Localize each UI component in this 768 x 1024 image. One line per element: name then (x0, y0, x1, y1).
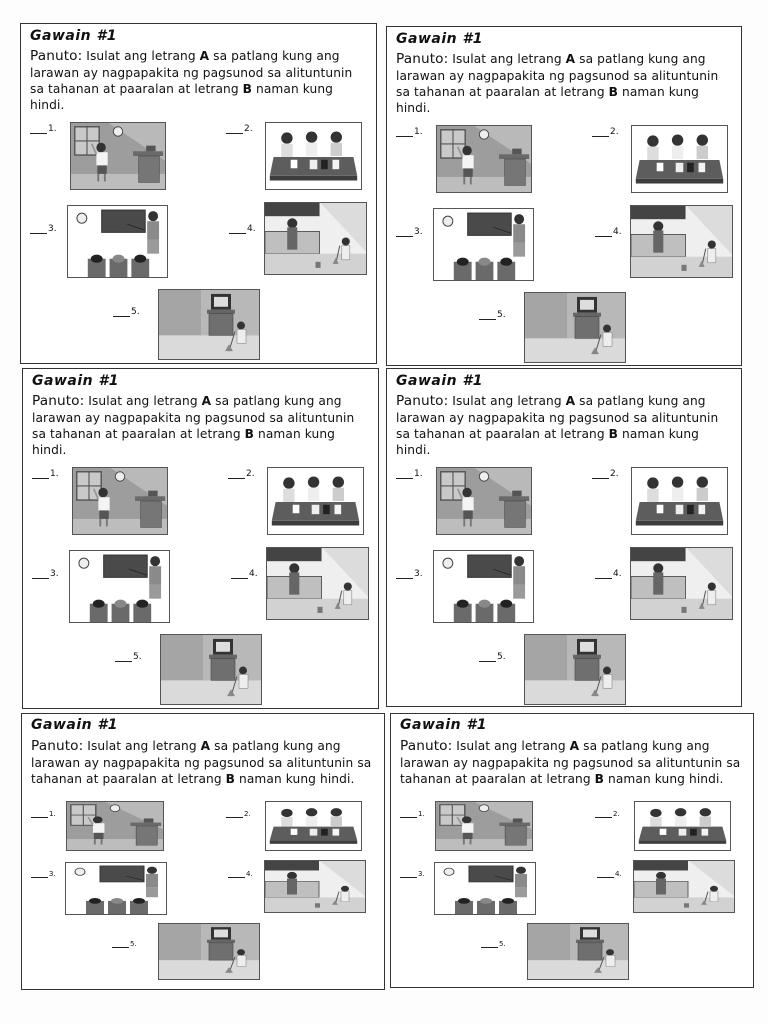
worksheet-card-3: Gawain #1 Panuto: Isulat ang letrang A s… (22, 368, 379, 709)
answer-blank-4[interactable]: 4. (597, 869, 622, 878)
worksheet-card-6: Gawain #1 Panuto: Isulat ang letrang A s… (390, 713, 754, 988)
answer-blank-5[interactable]: 5. (113, 307, 140, 317)
instruction-lead: Panuto: (30, 48, 83, 64)
answer-blank-2[interactable]: 2. (226, 124, 253, 134)
instructions: Panuto: Isulat ang letrang A sa patlang … (30, 48, 353, 113)
answer-blank-2[interactable]: 2. (592, 127, 619, 137)
instruction-lead: Panuto: (396, 51, 449, 67)
answer-blank-2[interactable]: 2. (592, 469, 619, 479)
activity-title: Gawain #1 (396, 373, 483, 389)
girl-sweeping-tv-cabinet-image (158, 289, 260, 360)
answer-blank-4[interactable]: 4. (595, 227, 622, 237)
girl-sweeping-kitchen-image (264, 202, 367, 275)
girl-sweeping-tv-cabinet-image (158, 923, 260, 980)
worksheet-card-4: Gawain #1 Panuto: Isulat ang letrang A s… (386, 368, 742, 707)
children-at-table-image (265, 801, 362, 851)
instruction-lead: Panuto: (32, 393, 85, 409)
girl-sweeping-kitchen-image (266, 547, 369, 620)
answer-blank-1[interactable]: 1. (396, 127, 423, 137)
answer-blank-2[interactable]: 2. (226, 809, 251, 818)
teacher-blackboard-image (433, 550, 534, 623)
letter-b: B (608, 85, 619, 100)
answer-blank-3[interactable]: 3. (30, 224, 57, 234)
boy-cleaning-window-image (72, 467, 168, 535)
answer-blank-1[interactable]: 1. (30, 124, 57, 134)
girl-sweeping-kitchen-image (633, 860, 735, 913)
answer-blank-3[interactable]: 3. (396, 569, 423, 579)
answer-blank-4[interactable]: 4. (229, 224, 256, 234)
answer-blank-3[interactable]: 3. (32, 569, 59, 579)
boy-cleaning-window-image (70, 122, 166, 190)
girl-sweeping-kitchen-image (264, 860, 366, 913)
letter-b: B (608, 427, 619, 442)
answer-blank-5[interactable]: 5. (115, 652, 142, 662)
activity-title: Gawain #1 (30, 28, 117, 44)
children-at-table-image (631, 467, 728, 535)
answer-blank-1[interactable]: 1. (400, 809, 425, 818)
teacher-blackboard-image (67, 205, 168, 278)
children-at-table-image (267, 467, 364, 535)
answer-blank-4[interactable]: 4. (231, 569, 258, 579)
girl-sweeping-kitchen-image (630, 205, 733, 278)
answer-blank-2[interactable]: 2. (595, 809, 620, 818)
answer-blank-3[interactable]: 3. (31, 869, 56, 878)
answer-blank-5[interactable]: 5. (481, 939, 506, 948)
boy-cleaning-window-image (436, 467, 532, 535)
instructions: Panuto: Isulat ang letrang A sa patlang … (31, 738, 372, 787)
answer-blank-2[interactable]: 2. (228, 469, 255, 479)
girl-sweeping-kitchen-image (630, 547, 733, 620)
worksheet-card-1: Gawain #1 Panuto: Isulat ang letrang A s… (20, 23, 377, 364)
instruction-lead: Panuto: (400, 738, 453, 754)
answer-blank-5[interactable]: 5. (112, 939, 137, 948)
answer-blank-1[interactable]: 1. (396, 469, 423, 479)
instructions: Panuto: Isulat ang letrang A sa patlang … (32, 393, 355, 458)
letter-b: B (244, 427, 255, 442)
instruction-lead: Panuto: (31, 738, 84, 754)
teacher-blackboard-image (65, 862, 167, 915)
worksheet-card-5: Gawain #1 Panuto: Isulat ang letrang A s… (21, 713, 385, 990)
boy-cleaning-window-image (435, 801, 533, 851)
letter-a: A (200, 739, 211, 753)
answer-blank-4[interactable]: 4. (228, 869, 253, 878)
activity-title: Gawain #1 (32, 373, 119, 389)
instructions: Panuto: Isulat ang letrang A sa patlang … (400, 738, 741, 787)
girl-sweeping-tv-cabinet-image (524, 292, 626, 363)
letter-a: A (201, 394, 212, 408)
activity-title: Gawain #1 (400, 717, 487, 733)
letter-b: B (225, 772, 236, 787)
instructions: Panuto: Isulat ang letrang A sa patlang … (396, 393, 719, 458)
letter-a: A (569, 739, 580, 753)
answer-blank-5[interactable]: 5. (479, 310, 506, 320)
boy-cleaning-window-image (436, 125, 532, 193)
instructions: Panuto: Isulat ang letrang A sa patlang … (396, 51, 719, 116)
girl-sweeping-tv-cabinet-image (527, 923, 629, 980)
letter-a: A (565, 52, 576, 66)
worksheet-card-2: Gawain #1 Panuto: Isulat ang letrang A s… (386, 26, 742, 366)
teacher-blackboard-image (433, 208, 534, 281)
answer-blank-5[interactable]: 5. (479, 652, 506, 662)
letter-a: A (199, 49, 210, 63)
activity-title: Gawain #1 (31, 717, 118, 733)
activity-title: Gawain #1 (396, 31, 483, 47)
answer-blank-3[interactable]: 3. (400, 869, 425, 878)
answer-blank-1[interactable]: 1. (31, 809, 56, 818)
girl-sweeping-tv-cabinet-image (524, 634, 626, 705)
teacher-blackboard-image (69, 550, 170, 623)
answer-blank-1[interactable]: 1. (32, 469, 59, 479)
answer-blank-4[interactable]: 4. (595, 569, 622, 579)
boy-cleaning-window-image (66, 801, 164, 851)
letter-b: B (242, 82, 253, 97)
instruction-lead: Panuto: (396, 393, 449, 409)
teacher-blackboard-image (434, 862, 536, 915)
children-at-table-image (634, 801, 731, 851)
letter-a: A (565, 394, 576, 408)
answer-blank-3[interactable]: 3. (396, 227, 423, 237)
children-at-table-image (631, 125, 728, 193)
letter-b: B (594, 772, 605, 787)
children-at-table-image (265, 122, 362, 190)
girl-sweeping-tv-cabinet-image (160, 634, 262, 705)
